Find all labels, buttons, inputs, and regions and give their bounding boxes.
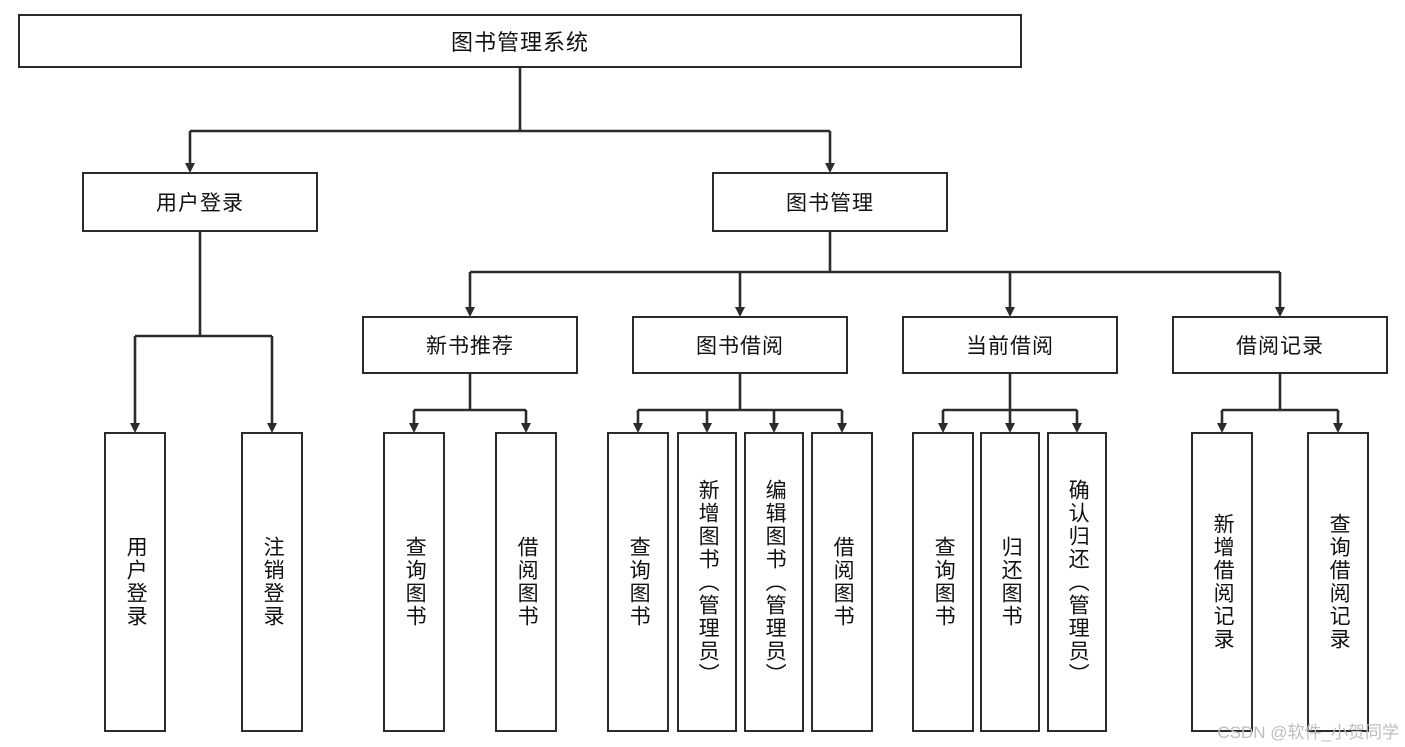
leaf-query-borrow-record[interactable]: 查询借阅记录: [1307, 432, 1369, 732]
leaf-add-book-admin[interactable]: 新增图书（管理员）: [677, 432, 737, 732]
leaf-query-book-recommendation[interactable]: 查询图书: [383, 432, 445, 732]
leaf-logout-login[interactable]: 注销登录: [241, 432, 303, 732]
node-current-borrow[interactable]: 当前借阅: [902, 316, 1118, 374]
leaf-borrow-book-recommendation[interactable]: 借阅图书: [495, 432, 557, 732]
node-root-system[interactable]: 图书管理系统: [18, 14, 1022, 68]
leaf-add-borrow-record[interactable]: 新增借阅记录: [1191, 432, 1253, 732]
node-book-borrow[interactable]: 图书借阅: [632, 316, 848, 374]
leaf-user-login[interactable]: 用户登录: [104, 432, 166, 732]
leaf-borrow-book[interactable]: 借阅图书: [811, 432, 873, 732]
leaf-query-book-current[interactable]: 查询图书: [912, 432, 974, 732]
node-user-login[interactable]: 用户登录: [82, 172, 318, 232]
leaf-edit-book-admin[interactable]: 编辑图书（管理员）: [744, 432, 804, 732]
node-book-manage[interactable]: 图书管理: [712, 172, 948, 232]
node-borrow-record[interactable]: 借阅记录: [1172, 316, 1388, 374]
node-new-book-recommendation[interactable]: 新书推荐: [362, 316, 578, 374]
leaf-return-book[interactable]: 归还图书: [980, 432, 1040, 732]
leaf-query-book-borrow[interactable]: 查询图书: [607, 432, 669, 732]
leaf-confirm-return-admin[interactable]: 确认归还（管理员）: [1047, 432, 1107, 732]
csdn-watermark: CSDN @软件_小贺同学: [1217, 723, 1399, 742]
